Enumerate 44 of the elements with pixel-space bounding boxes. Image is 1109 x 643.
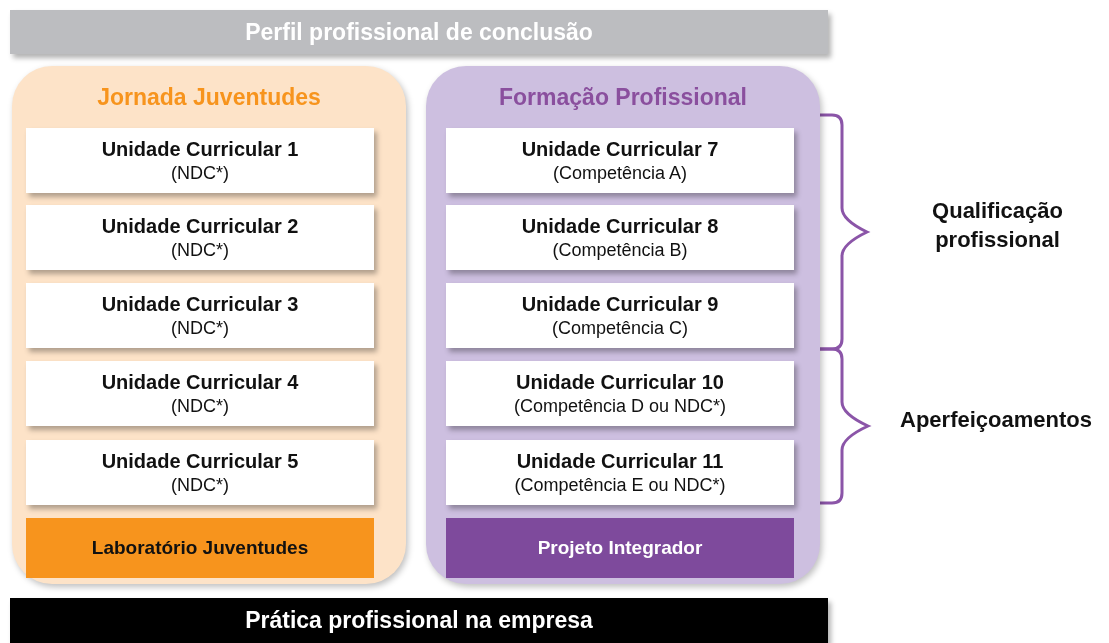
header-band — [10, 10, 828, 54]
panel-title: Jornada Juventudes — [97, 84, 321, 111]
unit-box — [446, 440, 794, 505]
unit-subtitle: (NDC*) — [171, 394, 229, 418]
unit-box — [26, 440, 374, 505]
unit-subtitle: (NDC*) — [171, 161, 229, 185]
unit-box — [446, 361, 794, 426]
group-panel — [12, 66, 406, 584]
unit-title: Unidade Curricular 7 — [521, 136, 719, 162]
unit-title: Unidade Curricular 8 — [521, 213, 719, 239]
panel-title: Formação Profissional — [499, 84, 747, 111]
bracket-label: Aperfeiçoamentos — [899, 406, 1093, 434]
unit-title: Unidade Curricular 5 — [101, 448, 299, 474]
unit-subtitle: (Competência E ou NDC*) — [514, 473, 726, 497]
band-label: Perfil profissional de conclusão — [245, 18, 593, 46]
unit-box — [446, 128, 794, 193]
unit-subtitle: (NDC*) — [171, 316, 229, 340]
group-panel — [426, 66, 820, 584]
activity-box — [446, 518, 794, 578]
unit-box — [26, 361, 374, 426]
unit-title: Unidade Curricular 2 — [101, 213, 299, 239]
unit-title: Unidade Curricular 10 — [516, 369, 724, 395]
unit-box — [446, 205, 794, 270]
band-label: Projeto Integrador — [537, 537, 703, 559]
band-label: Laboratório Juventudes — [91, 537, 309, 559]
unit-subtitle: (Competência B) — [552, 238, 688, 262]
unit-title: Unidade Curricular 1 — [101, 136, 299, 162]
unit-title: Unidade Curricular 3 — [101, 291, 299, 317]
unit-subtitle: (Competência D ou NDC*) — [513, 394, 727, 418]
unit-title: Unidade Curricular 11 — [516, 448, 724, 474]
footer-band — [10, 598, 828, 643]
activity-box — [26, 518, 374, 578]
unit-box — [26, 283, 374, 348]
bracket-label: Qualificação profissional — [931, 197, 1064, 254]
unit-title: Unidade Curricular 4 — [101, 369, 299, 395]
unit-box — [26, 205, 374, 270]
unit-title: Unidade Curricular 9 — [521, 291, 719, 317]
band-label: Prática profissional na empresa — [245, 607, 593, 634]
unit-subtitle: (NDC*) — [171, 473, 229, 497]
unit-subtitle: (Competência C) — [551, 316, 688, 340]
unit-box — [446, 283, 794, 348]
unit-subtitle: (Competência A) — [552, 161, 688, 185]
unit-subtitle: (NDC*) — [171, 238, 229, 262]
unit-box — [26, 128, 374, 193]
